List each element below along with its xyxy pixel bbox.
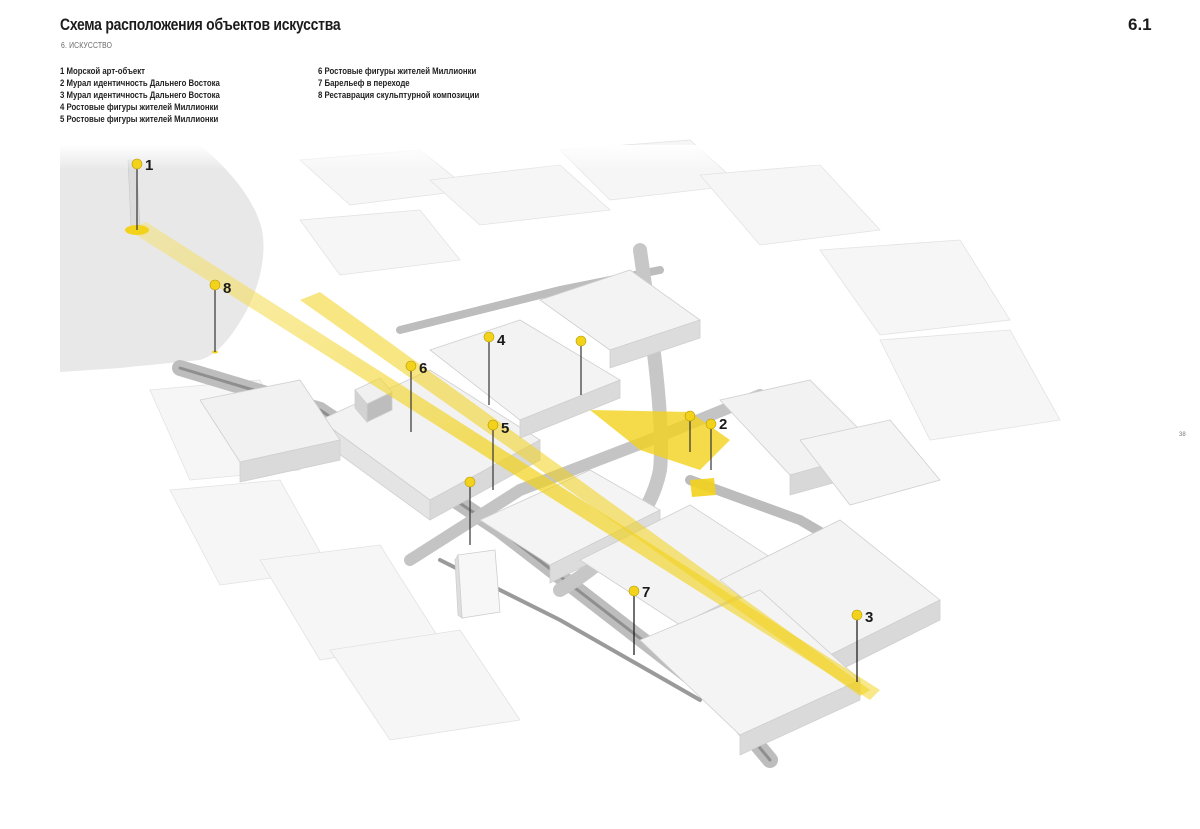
map-marker-6[interactable]: 6: [405, 360, 427, 432]
map-marker-7[interactable]: 7: [628, 584, 650, 655]
map-marker-8[interactable]: 8: [209, 279, 231, 352]
map-marker[interactable]: [575, 335, 587, 395]
map-marker-3[interactable]: 3: [851, 609, 873, 682]
marker-pin-icon: [464, 476, 476, 488]
map-marker-2[interactable]: 2: [705, 416, 727, 470]
marker-pin-icon: [483, 331, 495, 343]
marker-pin-icon: [851, 609, 863, 621]
map-marker[interactable]: [684, 410, 696, 452]
legend-column-2: 6 Ростовые фигуры жителей Миллионки 7 Ба…: [318, 66, 479, 102]
markers: 1 8 4 6 5 2 7 3: [131, 157, 873, 682]
marker-pin-icon: [575, 335, 587, 347]
map-marker-4[interactable]: 4: [483, 331, 506, 405]
marker-label: 5: [501, 420, 509, 437]
map-marker-5[interactable]: 5: [487, 419, 509, 490]
legend-item: 4 Ростовые фигуры жителей Миллионки: [60, 102, 219, 113]
marker-pin-icon: [487, 419, 499, 431]
page-subtitle: 6. ИСКУССТВО: [61, 41, 113, 50]
legend-item: 5 Ростовые фигуры жителей Миллионки: [60, 114, 219, 125]
marker-label: 6: [419, 360, 427, 377]
bay-water: [60, 145, 264, 372]
legend-item: 8 Реставрация скульптурной композиции: [318, 90, 480, 101]
marker-label: 1: [145, 157, 153, 174]
marker-pin-icon: [705, 418, 717, 430]
marker-pin-icon: [628, 585, 640, 597]
side-page-number: 38: [1179, 432, 1186, 438]
art-corridor: [128, 222, 880, 700]
legend-column-1: 1 Морской арт-объект 2 Мурал идентичност…: [60, 66, 220, 126]
map-marker[interactable]: [464, 476, 476, 545]
marker-pin-icon: [684, 410, 696, 422]
map-marker-1[interactable]: 1: [131, 157, 153, 230]
legend-item: 7 Барельеф в переходе: [318, 78, 410, 89]
marker-pin-icon: [209, 279, 221, 291]
marker-label: 2: [719, 416, 727, 433]
art-corridor-core: [300, 292, 870, 696]
plaza-highlight: [590, 410, 730, 470]
legend-item: 1 Морской арт-объект: [60, 66, 145, 77]
marker-label: 3: [865, 609, 873, 626]
legend-item: 3 Мурал идентичность Дальнего Востока: [60, 90, 220, 101]
marker-label: 4: [497, 332, 506, 349]
marker-pin-icon: [405, 360, 417, 372]
marker-label: 7: [642, 584, 650, 601]
plaza-building: [690, 478, 716, 497]
page-number: 6.1: [1128, 15, 1152, 34]
marker-label: 8: [223, 280, 231, 297]
legend-item: 6 Ростовые фигуры жителей Миллионки: [318, 66, 477, 77]
legend-item: 2 Мурал идентичность Дальнего Востока: [60, 78, 220, 89]
marker-pin-icon: [131, 158, 143, 170]
page-title: Схема расположения объектов искусства: [60, 15, 341, 34]
